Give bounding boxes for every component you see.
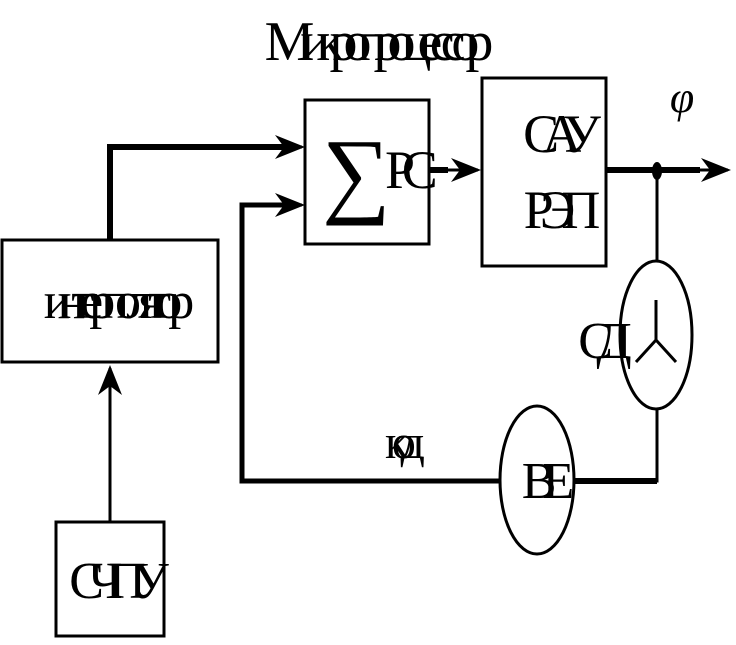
output-signal-label: φ — [670, 73, 694, 122]
sensor-to-converter-line — [574, 409, 659, 483]
code-signal-label: код — [385, 416, 425, 469]
feedback-line — [239, 202, 500, 484]
converter-label: ВЕ — [522, 453, 573, 510]
rep-label: РЭП — [524, 180, 600, 240]
interpolator-label: интерполятор — [44, 273, 193, 330]
sigma-symbol: ∑ — [322, 119, 390, 226]
cpu-label: СЧПУ — [69, 553, 169, 610]
sensor-symbol-icon — [634, 300, 678, 364]
sau-label: САУ — [523, 104, 602, 164]
interpolator-to-summator-line — [107, 144, 296, 240]
diagram-title: Микропроцессор — [265, 11, 492, 73]
